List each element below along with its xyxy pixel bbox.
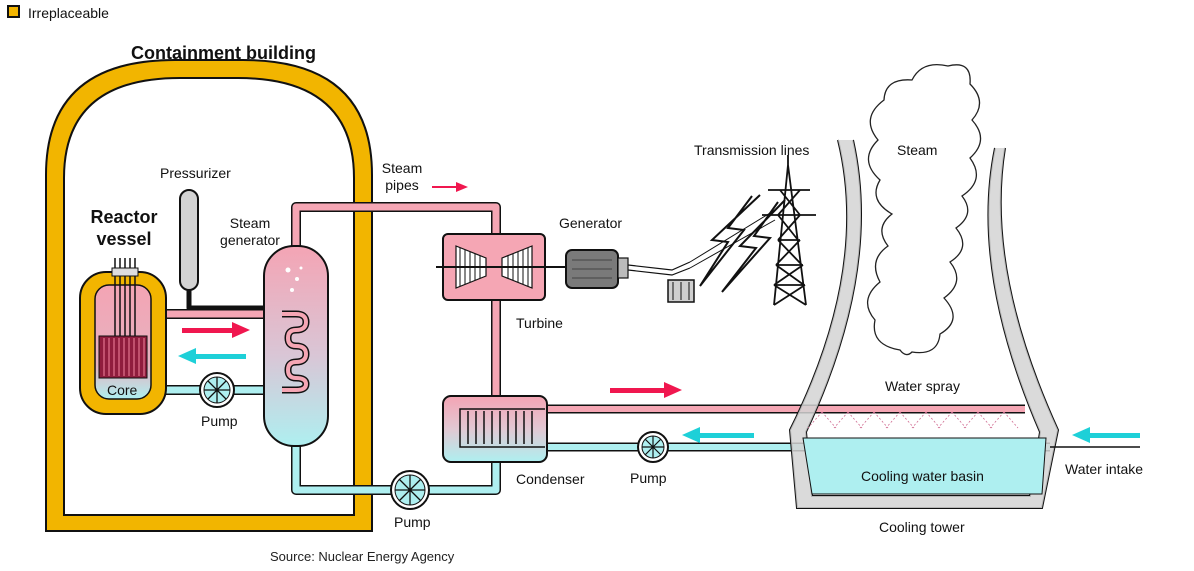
label-condenser: Condenser xyxy=(516,471,585,487)
label-pump-bottom: Pump xyxy=(394,514,431,530)
generator xyxy=(565,249,695,303)
label-core: Core xyxy=(107,382,138,398)
pump-condenser xyxy=(637,431,669,463)
label-steam-pipes-line1: Steam xyxy=(381,160,423,176)
transmission-tower xyxy=(762,155,816,306)
reactor-vessel xyxy=(79,258,167,415)
label-steam-generator-line1: Steam xyxy=(229,215,271,231)
label-pump-condenser: Pump xyxy=(630,470,667,486)
pump-reactor xyxy=(199,372,235,408)
pressurizer xyxy=(179,189,199,291)
source-note: Source: Nuclear Energy Agency xyxy=(270,549,455,564)
arrow-cold-intake xyxy=(1072,427,1140,443)
label-reactor-vessel-line1: Reactor xyxy=(90,207,158,227)
label-turbine: Turbine xyxy=(516,315,563,331)
legend-swatch xyxy=(7,5,20,18)
label-generator: Generator xyxy=(559,215,623,231)
legend-label: Irreplaceable xyxy=(28,5,109,21)
arrow-hot-steam xyxy=(432,182,468,192)
water-spray xyxy=(807,411,1019,429)
arrow-hot-reactor xyxy=(182,322,250,338)
label-containment-building: Containment building xyxy=(131,43,316,63)
label-steam-pipes-line2: pipes xyxy=(385,177,419,193)
transmission-lines xyxy=(689,155,816,306)
condenser xyxy=(442,395,548,463)
label-pump-reactor: Pump xyxy=(201,413,238,429)
flow-arrows xyxy=(178,182,1140,443)
steam-generator xyxy=(263,245,329,447)
label-pressurizer: Pressurizer xyxy=(160,165,231,181)
arrow-cold-reactor xyxy=(178,348,246,364)
label-water-intake: Water intake xyxy=(1065,461,1144,477)
arrow-hot-spray xyxy=(610,382,682,398)
label-water-spray: Water spray xyxy=(885,378,960,394)
steam-cloud xyxy=(867,63,982,356)
pump-bottom xyxy=(390,470,430,510)
cooling-tower xyxy=(788,139,1060,509)
label-cooling-water-basin: Cooling water basin xyxy=(861,468,984,484)
label-transmission-lines: Transmission lines xyxy=(694,142,810,158)
label-steam: Steam xyxy=(897,142,938,158)
label-cooling-tower: Cooling tower xyxy=(879,519,965,535)
arrow-cold-return xyxy=(682,427,754,443)
turbine xyxy=(436,233,570,301)
label-steam-generator-line2: generator xyxy=(220,232,280,248)
label-reactor-vessel-line2: vessel xyxy=(96,229,152,249)
